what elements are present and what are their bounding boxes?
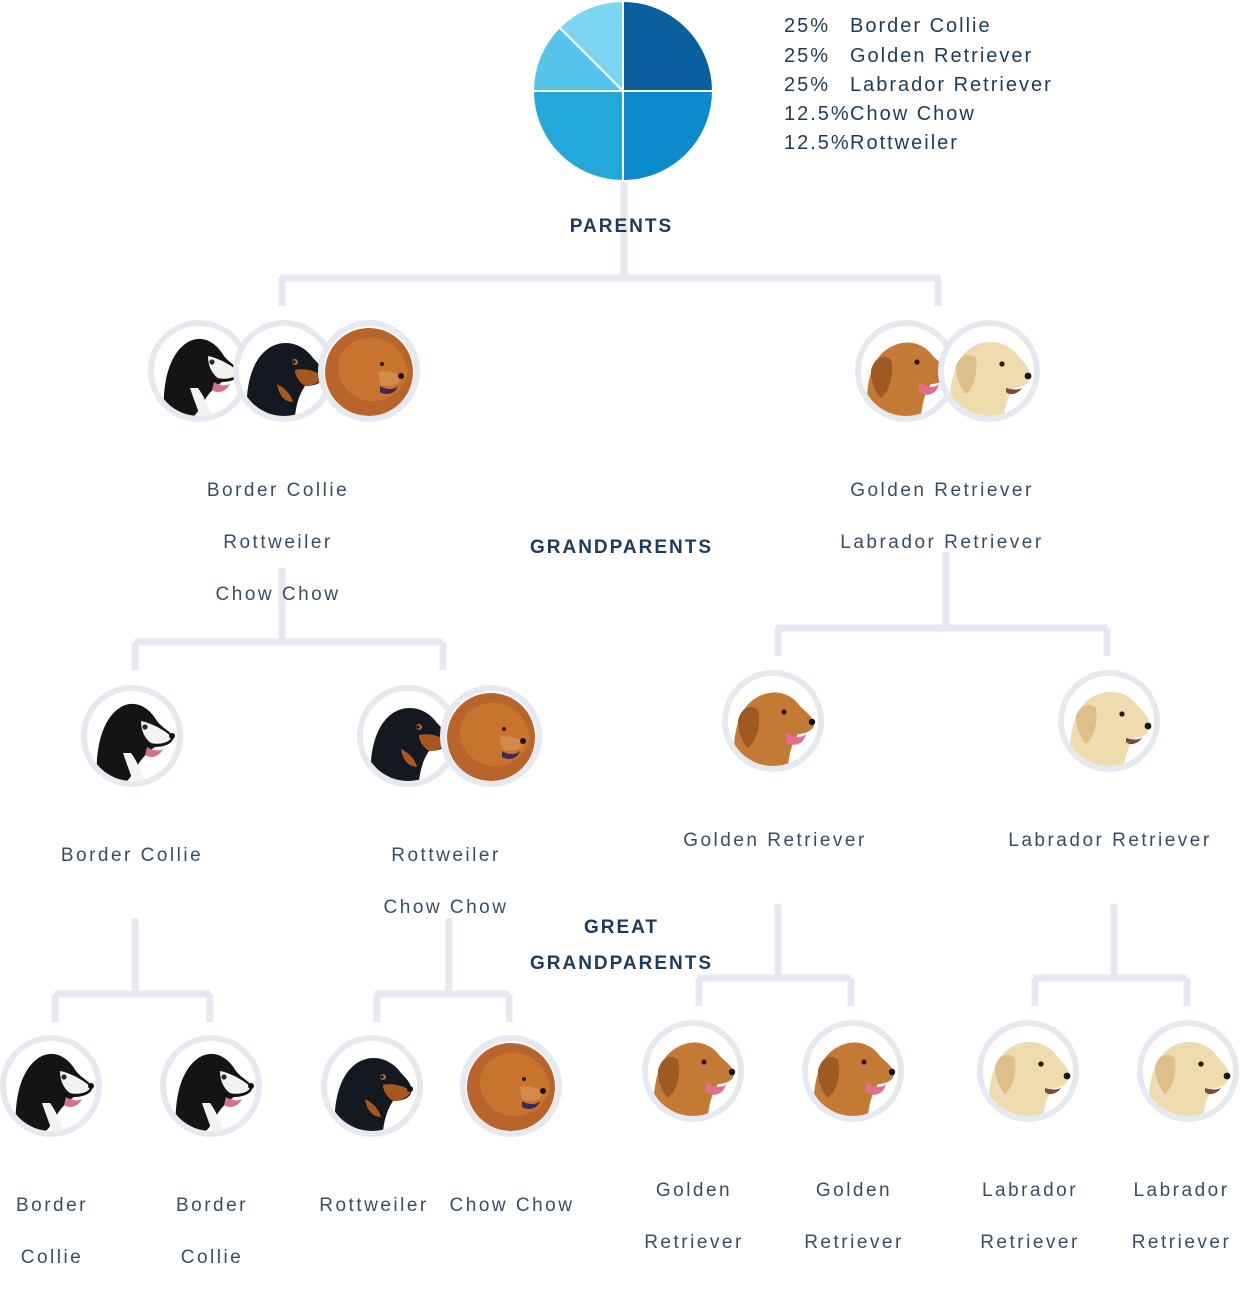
golden-retriever-avatar [802,1020,904,1122]
great-grandparent-breed-names: Chow Chow [442,1167,582,1245]
border-collie-icon [6,1041,96,1131]
breed-name: Golden Retriever [850,480,1034,501]
breed-name: Rottweiler [223,532,333,553]
legend-percent: 12.5% [784,103,851,125]
breed-name: Collie [180,1247,244,1268]
chow-chow-avatar [318,320,420,422]
breed-name: Labrador Retriever [1008,830,1212,851]
breed-name: Golden Retriever [683,830,867,851]
legend-breed: Golden Retriever [850,45,1034,67]
golden-retriever-icon [808,1026,898,1116]
great-grandparent-breed-names: Labrador Retriever [966,1152,1094,1282]
labrador-retriever-icon [983,1026,1073,1116]
labrador-retriever-icon [944,326,1034,416]
great-grandparent-breed-names: Rottweiler [310,1167,438,1245]
breed-name: Chow Chow [215,584,341,605]
breed-name: Border Collie [206,480,350,501]
legend-row: 25% Golden Retriever [784,45,1033,68]
parent-breed-names: Border Collie Rottweiler Chow Chow [130,452,426,634]
great-grandparent-breed-names: Labrador Retriever [1120,1152,1243,1282]
pie-slice [532,25,626,92]
great-grandparents-heading-line2: GRANDPARENTS [529,953,714,974]
breed-name: Labrador Retriever [840,532,1044,553]
great-grandparents-heading-line1: GREAT [583,917,660,938]
legend-percent: 25% [784,74,831,96]
breed-name: Retriever [644,1232,744,1253]
labrador-retriever-icon [1143,1026,1233,1116]
pie-slice [622,90,714,182]
labrador-retriever-avatar [1137,1020,1239,1122]
breed-pie-chart [532,0,714,182]
labrador-retriever-avatar [977,1020,1079,1122]
breed-name: Labrador [1133,1180,1230,1201]
breed-name: Retriever [980,1232,1080,1253]
chow-chow-icon [324,326,414,416]
golden-retriever-icon [728,676,818,766]
legend-percent: 25% [784,45,831,67]
rottweiler-icon [239,326,329,416]
breed-name: Labrador [981,1180,1079,1201]
breed-name: Golden [655,1180,733,1201]
grandparents-heading: GRANDPARENTS [529,537,714,558]
parent-breed-names: Golden Retriever Labrador Retriever [790,452,1094,582]
rottweiler-icon [327,1041,417,1131]
chow-chow-icon [466,1041,556,1131]
grandparent-breed-names: Golden Retriever [660,802,890,880]
legend-row: 25% Labrador Retriever [784,74,1053,97]
breed-name: Border [175,1195,249,1216]
golden-retriever-icon [861,326,951,416]
breed-name: Retriever [804,1232,904,1253]
pie-slice [532,90,624,182]
breed-name: Chow Chow [449,1195,575,1216]
legend-breed: Labrador Retriever [850,74,1053,96]
golden-retriever-avatar [642,1020,744,1122]
great-grandparent-breed-names: Golden Retriever [630,1152,758,1282]
border-collie-avatar [160,1035,262,1137]
breed-name: Border Collie [60,845,204,866]
grandparent-breed-names: Labrador Retriever [990,802,1230,880]
border-collie-avatar [81,685,183,787]
great-grandparent-breed-names: Golden Retriever [790,1152,918,1282]
pie-slice [557,0,624,94]
breed-name: Retriever [1131,1232,1232,1253]
rottweiler-icon [363,691,453,781]
breed-name: Chow Chow [383,897,509,918]
parents-heading: PARENTS [569,216,674,237]
labrador-retriever-icon [1064,676,1154,766]
border-collie-icon [166,1041,256,1131]
great-grandparent-breed-names: Border Collie [0,1167,104,1297]
grandparent-breed-names: Rottweiler Chow Chow [345,817,547,947]
legend-percent: 25% [784,15,831,37]
border-collie-avatar [0,1035,102,1137]
chow-chow-icon [446,691,536,781]
rottweiler-avatar [321,1035,423,1137]
legend-row: 25% Border Collie [784,15,992,38]
tree-connectors [51,180,1191,1022]
pie-slice [622,0,714,92]
labrador-retriever-avatar [1058,670,1160,772]
breed-name: Rottweiler [319,1195,429,1216]
legend-breed: Chow Chow [850,103,976,125]
breed-name: Rottweiler [391,845,501,866]
golden-retriever-icon [648,1026,738,1116]
legend-breed: Border Collie [850,15,992,37]
golden-retriever-avatar [722,670,824,772]
border-collie-icon [87,691,177,781]
grandparent-breed-names: Border Collie [30,817,234,895]
legend-breed: Rottweiler [850,132,959,154]
legend-row: 12.5%Chow Chow [784,103,976,126]
breed-name: Golden [815,1180,893,1201]
great-grandparent-breed-names: Border Collie [160,1167,264,1297]
legend-row: 12.5%Rottweiler [784,132,959,155]
chow-chow-avatar [460,1035,562,1137]
breed-name: Border [15,1195,89,1216]
chow-chow-avatar [440,685,542,787]
labrador-retriever-avatar [938,320,1040,422]
border-collie-icon [154,326,244,416]
legend-percent: 12.5% [784,132,851,154]
breed-name: Collie [20,1247,84,1268]
